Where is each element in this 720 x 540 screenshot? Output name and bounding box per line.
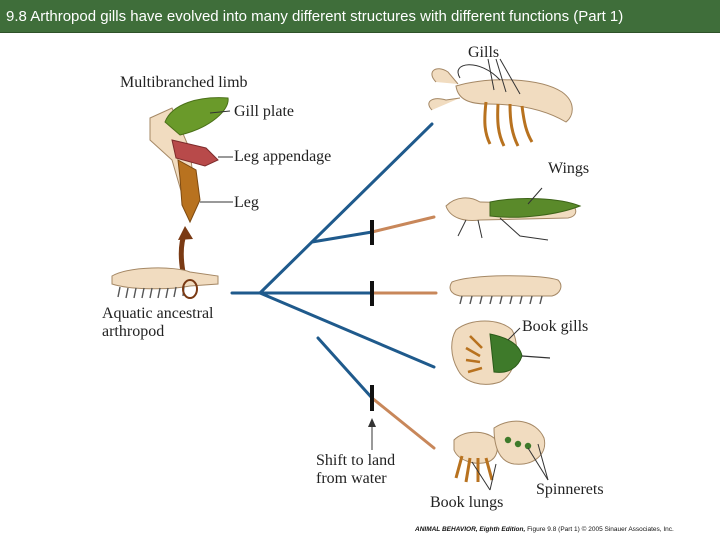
wings-label: Wings — [548, 160, 590, 177]
ancestral-arthropod-drawing — [111, 267, 219, 299]
multibranched-limb-label: Multibranched limb — [120, 74, 248, 91]
credit-details: Figure 9.8 (Part 1) © 2005 Sinauer Assoc… — [527, 526, 674, 533]
gill-plate-label: Gill plate — [234, 103, 294, 120]
gill-plate-shape — [164, 97, 229, 136]
horseshoe-crab-drawing — [451, 320, 551, 385]
ancestral-arthropod-label: Aquatic ancestral arthropod — [102, 305, 214, 341]
book-lungs-label: Book lungs — [430, 494, 504, 511]
ancestral-label-line2: arthropod — [102, 323, 165, 340]
spinnerets-label: Spinnerets — [536, 481, 604, 498]
branch-insect — [370, 215, 436, 234]
spider-drawing — [453, 420, 549, 491]
branch-spider — [370, 396, 436, 450]
branch-crustacean — [258, 122, 434, 295]
slide-title: 9.8 Arthropod gills have evolved into ma… — [0, 0, 720, 33]
leg-appendage-label: Leg appendage — [234, 148, 332, 165]
evolution-arrow — [178, 226, 193, 273]
leg-label: Leg — [234, 194, 259, 211]
shift-arrow — [368, 418, 376, 450]
shift-label-line1: Shift to land — [316, 452, 396, 469]
figure-credit: ANIMAL BEHAVIOR, Eighth Edition, Figure … — [415, 526, 674, 533]
myriapod-drawing — [449, 275, 562, 305]
shift-label-line2: from water — [316, 470, 387, 487]
leg-appendage-shape — [171, 139, 219, 167]
branch-horseshoe-crab — [258, 291, 436, 369]
book-gills-label: Book gills — [522, 318, 589, 335]
multibranched-limb-drawing — [149, 97, 233, 224]
shift-to-land-label: Shift to land from water — [316, 452, 395, 488]
ancestral-label-line1: Aquatic ancestral — [102, 305, 214, 322]
credit-book-title: ANIMAL BEHAVIOR, Eighth Edition, — [415, 526, 526, 533]
crayfish-drawing — [428, 58, 573, 147]
leg-shape — [177, 159, 201, 224]
gills-label: Gills — [468, 44, 500, 61]
phylogeny-tree — [230, 122, 438, 450]
grasshopper-drawing — [445, 187, 582, 241]
